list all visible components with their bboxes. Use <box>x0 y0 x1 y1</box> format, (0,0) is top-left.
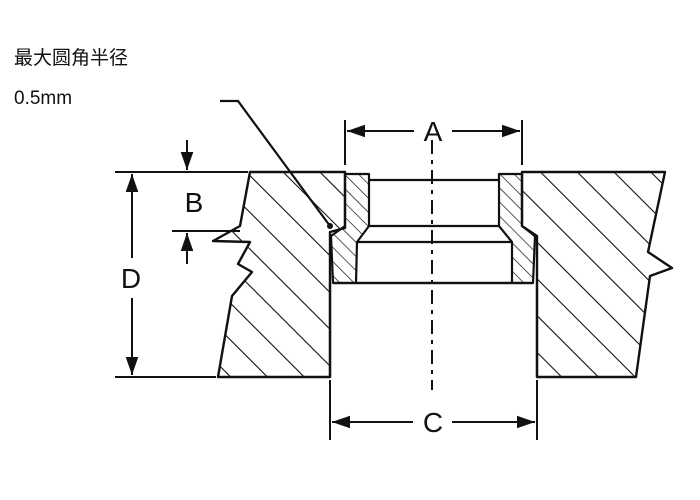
dimension-d-label: D <box>121 263 141 294</box>
left-body-section <box>211 170 347 379</box>
dimension-a: A <box>344 116 523 165</box>
dimension-b: B <box>172 140 248 264</box>
fillet-radius-note: 最大圆角半径 0.5mm <box>14 46 128 111</box>
fillet-leader <box>220 99 331 227</box>
dimension-a-label: A <box>424 116 443 147</box>
dimension-d: D <box>115 171 216 378</box>
note-title: 最大圆角半径 <box>14 47 129 69</box>
fillet-point <box>327 223 333 229</box>
right-body-section <box>520 170 674 379</box>
note-value: 0.5mm <box>14 88 73 109</box>
dimension-b-label: B <box>185 187 204 218</box>
dimension-c: C <box>329 380 538 440</box>
dimension-c-label: C <box>423 407 443 438</box>
